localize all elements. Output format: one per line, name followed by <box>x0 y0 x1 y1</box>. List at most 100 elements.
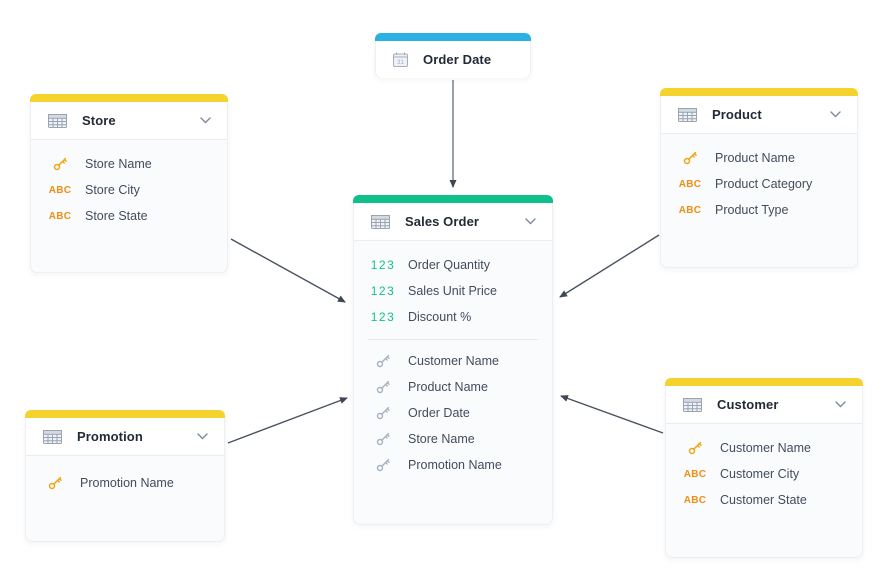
field-label: Store Name <box>85 157 152 171</box>
field-row[interactable]: Store Name <box>31 151 227 177</box>
table-icon <box>371 214 390 229</box>
field-row[interactable]: Order Date <box>354 400 552 426</box>
table-header: Sales Order <box>354 203 552 241</box>
field-row[interactable]: ABC Store State <box>31 203 227 229</box>
table-header: 31 Order Date <box>376 41 530 78</box>
key-muted-icon <box>371 432 395 446</box>
field-list: Product Name ABC Product Category ABC Pr… <box>661 134 857 223</box>
table-title: Order Date <box>423 52 492 67</box>
field-row[interactable]: Customer Name <box>354 348 552 374</box>
key-icon <box>48 157 72 171</box>
abc-icon: ABC <box>48 210 72 222</box>
table-header: Customer <box>666 386 862 424</box>
field-row[interactable]: 123 Discount % <box>354 304 552 330</box>
field-label: Customer Name <box>408 354 499 368</box>
field-row[interactable]: 123 Order Quantity <box>354 252 552 278</box>
field-label: Customer State <box>720 493 807 507</box>
field-row[interactable]: 123 Sales Unit Price <box>354 278 552 304</box>
accent-bar <box>25 410 225 418</box>
abc-icon: ABC <box>48 184 72 196</box>
field-label: Store State <box>85 209 148 223</box>
field-list: Store Name ABC Store City ABC Store Stat… <box>31 140 227 229</box>
field-row[interactable]: ABC Customer City <box>666 461 862 487</box>
numeric-icon: 123 <box>370 258 396 272</box>
accent-bar <box>665 378 863 386</box>
field-row[interactable]: ABC Product Category <box>661 171 857 197</box>
key-muted-icon <box>371 406 395 420</box>
field-row[interactable]: ABC Customer State <box>666 487 862 513</box>
field-label: Product Name <box>408 380 488 394</box>
numeric-icon: 123 <box>370 310 396 324</box>
table-header: Product <box>661 96 857 134</box>
field-label: Customer Name <box>720 441 811 455</box>
table-card-customer[interactable]: Customer Customer Name ABC Customer City… <box>665 378 863 558</box>
table-title: Product <box>712 107 762 122</box>
table-title: Sales Order <box>405 214 480 229</box>
key-muted-icon <box>371 458 395 472</box>
field-list: Customer Name ABC Customer City ABC Cust… <box>666 424 862 513</box>
table-card-sales-order[interactable]: Sales Order 123 Order Quantity 123 Sales… <box>353 195 553 525</box>
chevron-down-icon[interactable] <box>195 429 210 444</box>
abc-icon: ABC <box>678 178 702 190</box>
arrow-store-to-sales-order <box>230 238 346 303</box>
field-list: Promotion Name <box>26 456 224 496</box>
numeric-icon: 123 <box>370 284 396 298</box>
table-icon <box>683 397 702 412</box>
field-list: 123 Order Quantity 123 Sales Unit Price … <box>354 241 552 478</box>
accent-bar <box>375 33 531 41</box>
field-label: Promotion Name <box>408 458 502 472</box>
arrow-product-to-sales-order <box>559 234 660 298</box>
field-label: Discount % <box>408 310 472 324</box>
field-row[interactable]: Customer Name <box>666 435 862 461</box>
accent-bar <box>353 195 553 203</box>
field-label: Order Quantity <box>408 258 490 272</box>
table-icon <box>43 429 62 444</box>
field-row[interactable]: ABC Product Type <box>661 197 857 223</box>
chevron-down-icon[interactable] <box>198 113 213 128</box>
key-icon <box>678 151 702 165</box>
field-row[interactable]: Product Name <box>661 145 857 171</box>
table-header: Promotion <box>26 418 224 456</box>
chevron-down-icon[interactable] <box>833 397 848 412</box>
field-label: Customer City <box>720 467 800 481</box>
accent-bar <box>30 94 228 102</box>
field-label: Store Name <box>408 432 475 446</box>
chevron-down-icon[interactable] <box>828 107 843 122</box>
field-label: Product Category <box>715 177 813 191</box>
field-row[interactable]: Promotion Name <box>26 470 224 496</box>
field-label: Promotion Name <box>80 476 174 490</box>
field-row[interactable]: Promotion Name <box>354 452 552 478</box>
key-muted-icon <box>371 354 395 368</box>
table-icon <box>48 113 67 128</box>
accent-bar <box>660 88 858 96</box>
table-title: Customer <box>717 397 779 412</box>
key-icon <box>683 441 707 455</box>
field-label: Store City <box>85 183 140 197</box>
table-icon <box>678 107 697 122</box>
table-card-product[interactable]: Product Product Name ABC Product Categor… <box>660 88 858 268</box>
table-title: Promotion <box>77 429 143 444</box>
table-card-order-date[interactable]: 31 Order Date <box>375 33 531 78</box>
field-label: Product Name <box>715 151 795 165</box>
field-row[interactable]: ABC Store City <box>31 177 227 203</box>
field-row[interactable]: Product Name <box>354 374 552 400</box>
arrow-promotion-to-sales-order <box>227 397 348 444</box>
arrow-customer-to-sales-order <box>560 395 664 434</box>
abc-icon: ABC <box>683 494 707 506</box>
calendar-icon: 31 <box>393 52 408 67</box>
table-card-store[interactable]: Store Store Name ABC Store City ABC Sto <box>30 94 228 273</box>
field-label: Sales Unit Price <box>408 284 497 298</box>
abc-icon: ABC <box>683 468 707 480</box>
field-label: Product Type <box>715 203 789 217</box>
table-card-promotion[interactable]: Promotion Promotion Name <box>25 410 225 542</box>
field-group-divider <box>368 339 538 340</box>
chevron-down-icon[interactable] <box>523 214 538 229</box>
field-row[interactable]: Store Name <box>354 426 552 452</box>
abc-icon: ABC <box>678 204 702 216</box>
svg-text:31: 31 <box>397 60 404 66</box>
key-icon <box>43 476 67 490</box>
table-header: Store <box>31 102 227 140</box>
field-label: Order Date <box>408 406 470 420</box>
key-muted-icon <box>371 380 395 394</box>
